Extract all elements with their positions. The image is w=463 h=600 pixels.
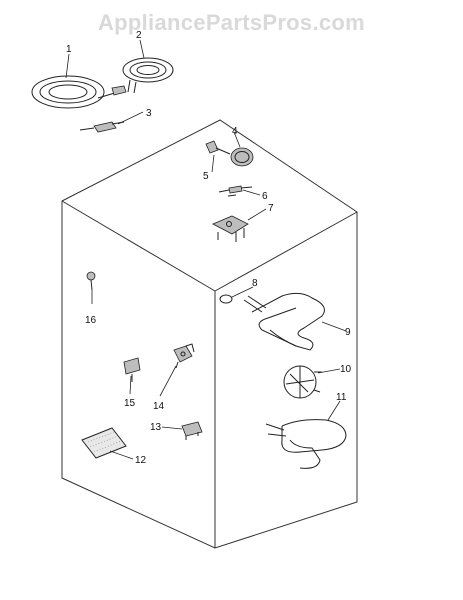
part-5-knob-shaft[interactable] — [205, 140, 231, 155]
part-1-surface-element-large[interactable] — [31, 75, 127, 109]
callout-12: 12 — [135, 455, 147, 466]
callout-14: 14 — [153, 401, 165, 412]
callout-4: 4 — [232, 126, 238, 137]
leader-13 — [161, 426, 183, 430]
leader-6 — [242, 189, 261, 196]
callout-2: 2 — [136, 30, 142, 41]
callout-6: 6 — [262, 191, 268, 202]
callout-9: 9 — [345, 327, 351, 338]
leader-11 — [327, 400, 341, 421]
callout-11: 11 — [336, 392, 347, 403]
leader-15 — [129, 375, 132, 395]
leader-7 — [247, 208, 267, 221]
part-3-terminal-lead[interactable] — [79, 121, 125, 133]
part-11-bake-element[interactable] — [265, 419, 347, 469]
leader-3 — [117, 111, 144, 125]
part-8-socket[interactable] — [219, 294, 233, 304]
cabinet-outline — [61, 119, 358, 549]
part-13-door-switch[interactable] — [181, 421, 203, 440]
callout-10: 10 — [340, 364, 352, 375]
part-4-control-knob[interactable] — [230, 147, 254, 167]
leader-1 — [65, 53, 70, 79]
leader-5 — [211, 154, 215, 173]
leader-8 — [231, 286, 254, 298]
callout-15: 15 — [124, 398, 136, 409]
callout-13: 13 — [150, 422, 162, 433]
part-15-bracket[interactable] — [123, 357, 141, 382]
callout-8: 8 — [252, 278, 258, 289]
part-7-switch[interactable] — [212, 215, 249, 242]
callout-5: 5 — [203, 171, 209, 182]
leader-14 — [159, 365, 177, 397]
leader-10 — [317, 368, 341, 374]
watermark-text: AppliancePartsPros.com — [97, 10, 366, 35]
part-12-insulation-pad[interactable] — [81, 427, 127, 459]
part-10-fan-element[interactable] — [283, 365, 322, 399]
part-6-wire-lead[interactable] — [218, 185, 253, 197]
part-16-indicator-light[interactable] — [86, 271, 96, 291]
leader-9 — [321, 321, 347, 332]
callout-16: 16 — [85, 315, 97, 326]
callout-3: 3 — [146, 108, 152, 119]
part-2-surface-element-small[interactable] — [122, 57, 174, 94]
callout-1: 1 — [66, 44, 72, 55]
leader-12 — [109, 450, 134, 460]
callout-7: 7 — [268, 203, 274, 214]
part-14-lock-switch[interactable] — [173, 343, 195, 369]
part-9-broil-element[interactable] — [243, 292, 325, 351]
leader-4 — [233, 131, 241, 148]
leader-2 — [139, 39, 145, 59]
